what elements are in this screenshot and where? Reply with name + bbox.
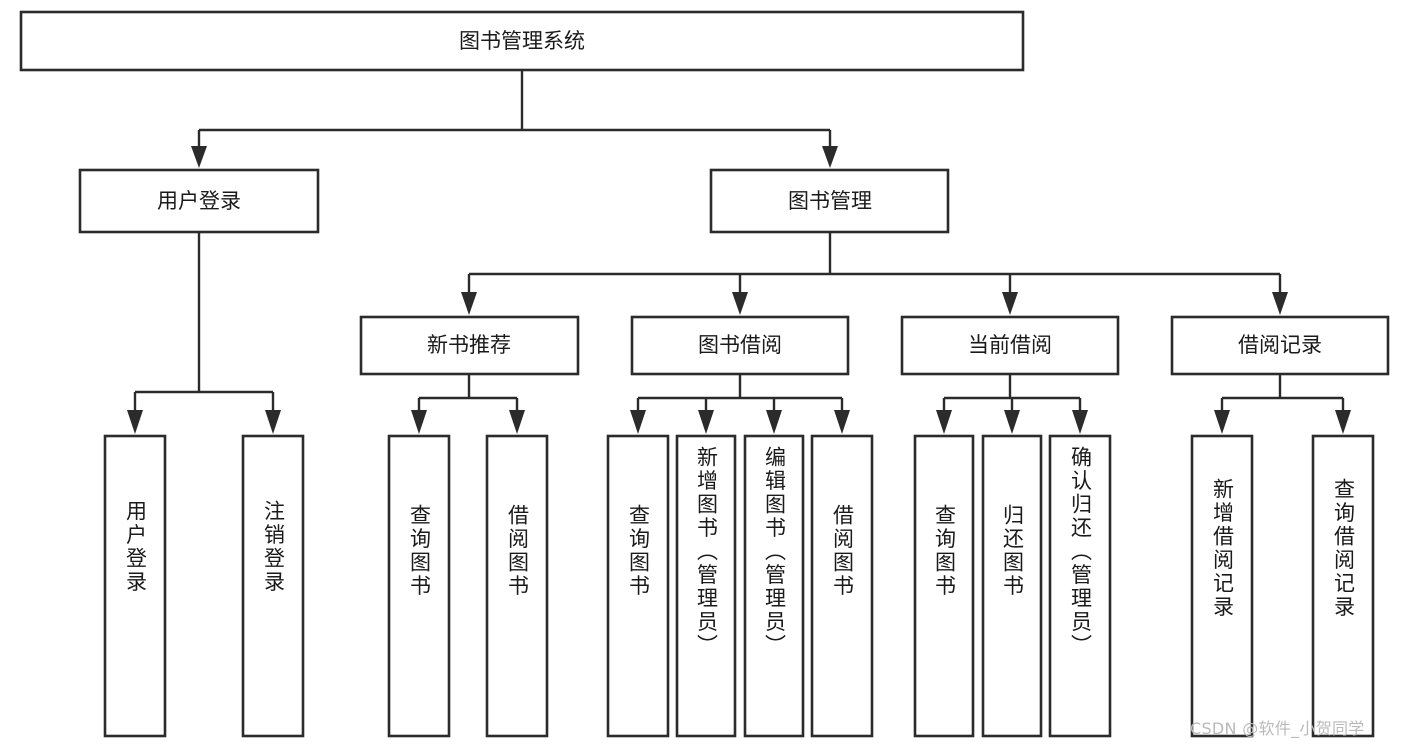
arrow-head-new-book-rec-leaf2 (509, 410, 525, 434)
node-book-borrow-label: 图书借阅 (698, 333, 782, 357)
node-new-book-recommend-label: 新书推荐 (427, 333, 511, 357)
node-book-borrow[interactable]: 图书借阅 (630, 315, 850, 376)
arrow-head-to-book-mgmt (822, 146, 838, 168)
node-borrow-record[interactable]: 借阅记录 (1170, 315, 1390, 376)
leaf-box-query-book-borrow[interactable] (606, 434, 670, 738)
node-book-management[interactable]: 图书管理 (709, 168, 950, 234)
node-user-login-box[interactable] (78, 168, 320, 234)
leaf-box-return-book[interactable] (981, 434, 1043, 738)
arrow-head-to-user-login (191, 146, 207, 168)
arrow-head-current-borrow-leaf3 (1072, 410, 1088, 434)
node-borrow-record-label: 借阅记录 (1238, 333, 1322, 357)
arrow-head-book-borrow-leaf1 (630, 410, 646, 434)
connector-group-book-mgmt-to-level3 (461, 232, 1288, 315)
arrow-head-current-borrow-leaf2 (1004, 410, 1020, 434)
arrow-head-to-current-borrow (1002, 292, 1018, 315)
arrow-head-user-login-leaf2 (265, 410, 281, 434)
arrow-head-to-borrow-record (1272, 292, 1288, 315)
arrow-head-borrow-record-leaf2 (1335, 410, 1351, 434)
node-root-system-box[interactable] (19, 10, 1025, 72)
connector-group-new-book-rec-to-leaves (411, 374, 525, 434)
arrow-head-new-book-rec-leaf1 (411, 410, 427, 434)
arrow-head-to-book-borrow (732, 292, 748, 315)
node-new-book-recommend-box[interactable] (359, 315, 580, 376)
arrow-head-book-borrow-leaf4 (834, 410, 850, 434)
arrow-head-user-login-leaf1 (127, 410, 143, 434)
node-borrow-record-box[interactable] (1170, 315, 1390, 376)
arrow-head-current-borrow-leaf1 (936, 410, 952, 434)
leaf-node-group (103, 434, 1375, 738)
node-current-borrow-label: 当前借阅 (968, 333, 1052, 357)
leaf-box-query-book-current[interactable] (913, 434, 975, 738)
csdn-watermark: CSDN @软件_小贺同学 (1190, 719, 1365, 738)
node-new-book-recommend[interactable]: 新书推荐 (359, 315, 580, 376)
connector-group-user-login-to-leaves (127, 232, 281, 434)
leaf-box-borrow-book-rec[interactable] (485, 434, 549, 738)
node-book-management-box[interactable] (709, 168, 950, 234)
connector-group-root-to-level2 (191, 70, 838, 168)
leaf-box-query-borrow-record[interactable] (1311, 434, 1375, 738)
node-root-system[interactable]: 图书管理系统 (19, 10, 1025, 72)
leaf-box-edit-book-admin[interactable] (743, 434, 805, 738)
arrow-head-to-new-book-rec (461, 292, 477, 315)
arrow-head-borrow-record-leaf1 (1214, 410, 1230, 434)
leaf-box-add-borrow-record[interactable] (1190, 434, 1254, 738)
leaf-box-user-login[interactable] (103, 434, 167, 738)
connector-group-current-borrow-to-leaves (936, 374, 1088, 434)
leaf-box-borrow-book[interactable] (810, 434, 874, 738)
connector-group-borrow-record-to-leaves (1214, 374, 1351, 434)
arrow-head-book-borrow-leaf3 (766, 410, 782, 434)
leaf-box-confirm-return-admin[interactable] (1048, 434, 1112, 738)
node-book-management-label: 图书管理 (788, 189, 872, 213)
node-user-login[interactable]: 用户登录 (78, 168, 320, 234)
connector-group-book-borrow-to-leaves (630, 374, 850, 434)
node-book-borrow-box[interactable] (630, 315, 850, 376)
node-user-login-label: 用户登录 (157, 189, 241, 213)
leaf-box-add-book-admin[interactable] (675, 434, 737, 738)
node-current-borrow-box[interactable] (900, 315, 1120, 376)
node-root-system-label: 图书管理系统 (459, 29, 585, 53)
leaf-box-logout-login[interactable] (241, 434, 305, 738)
node-current-borrow[interactable]: 当前借阅 (900, 315, 1120, 376)
arrow-head-book-borrow-leaf2 (698, 410, 714, 434)
leaf-box-query-book-rec[interactable] (387, 434, 451, 738)
